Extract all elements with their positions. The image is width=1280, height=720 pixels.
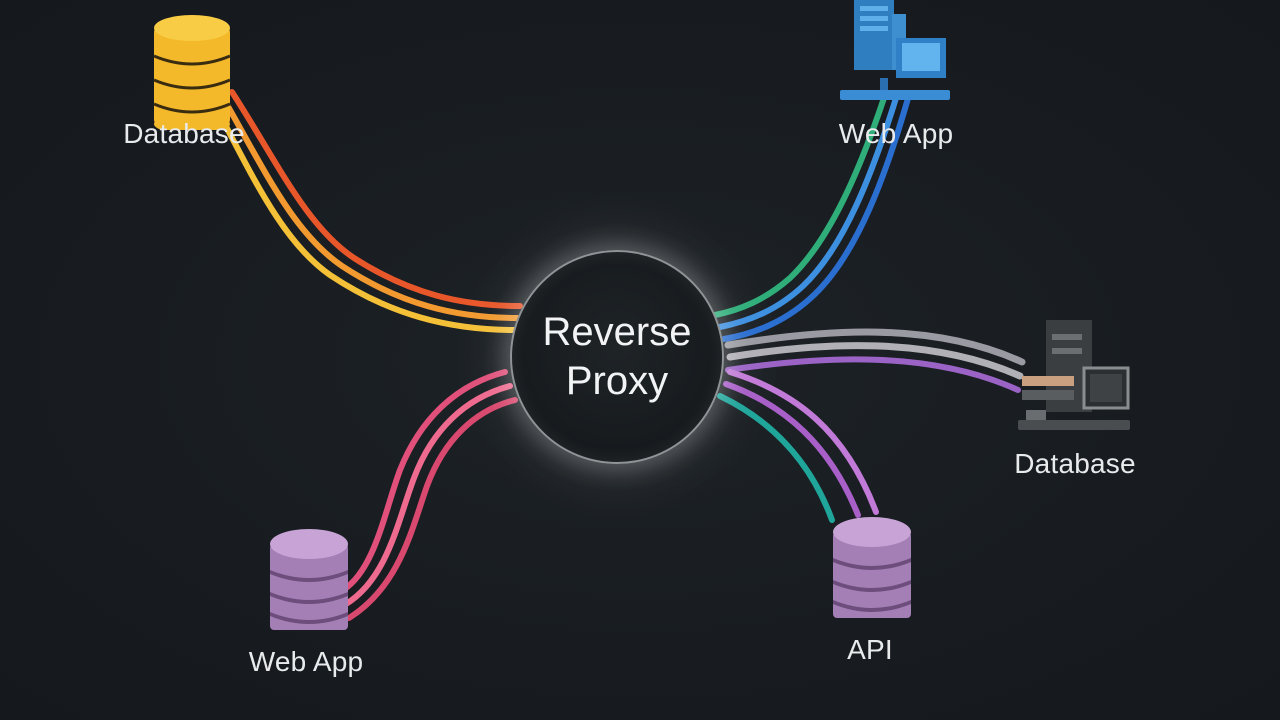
reverse-proxy-label: Reverse Proxy <box>543 308 692 406</box>
connection-bottom-left <box>340 369 518 621</box>
database-icon <box>153 15 231 130</box>
node-label-right: Database <box>1014 448 1136 479</box>
database-icon <box>270 529 348 630</box>
connection-right <box>724 328 1026 393</box>
reverse-proxy-node: Reverse Proxy <box>510 250 724 464</box>
connection-top-right <box>712 92 912 342</box>
monitor-icon <box>840 0 950 100</box>
reverse-proxy-label-line1: Reverse <box>542 310 692 355</box>
node-label-bottom-right: API <box>847 634 893 665</box>
node-label-top-left: Database <box>123 118 245 149</box>
database-icon <box>833 517 911 618</box>
connection-top-left <box>209 89 523 333</box>
computer-workstation-icon <box>1018 320 1130 430</box>
connection-bottom-right <box>717 369 879 523</box>
node-label-bottom-left: Web App <box>248 646 364 677</box>
reverse-proxy-label-line2: Proxy <box>565 359 669 403</box>
node-label-top-right: Web App <box>838 118 954 149</box>
